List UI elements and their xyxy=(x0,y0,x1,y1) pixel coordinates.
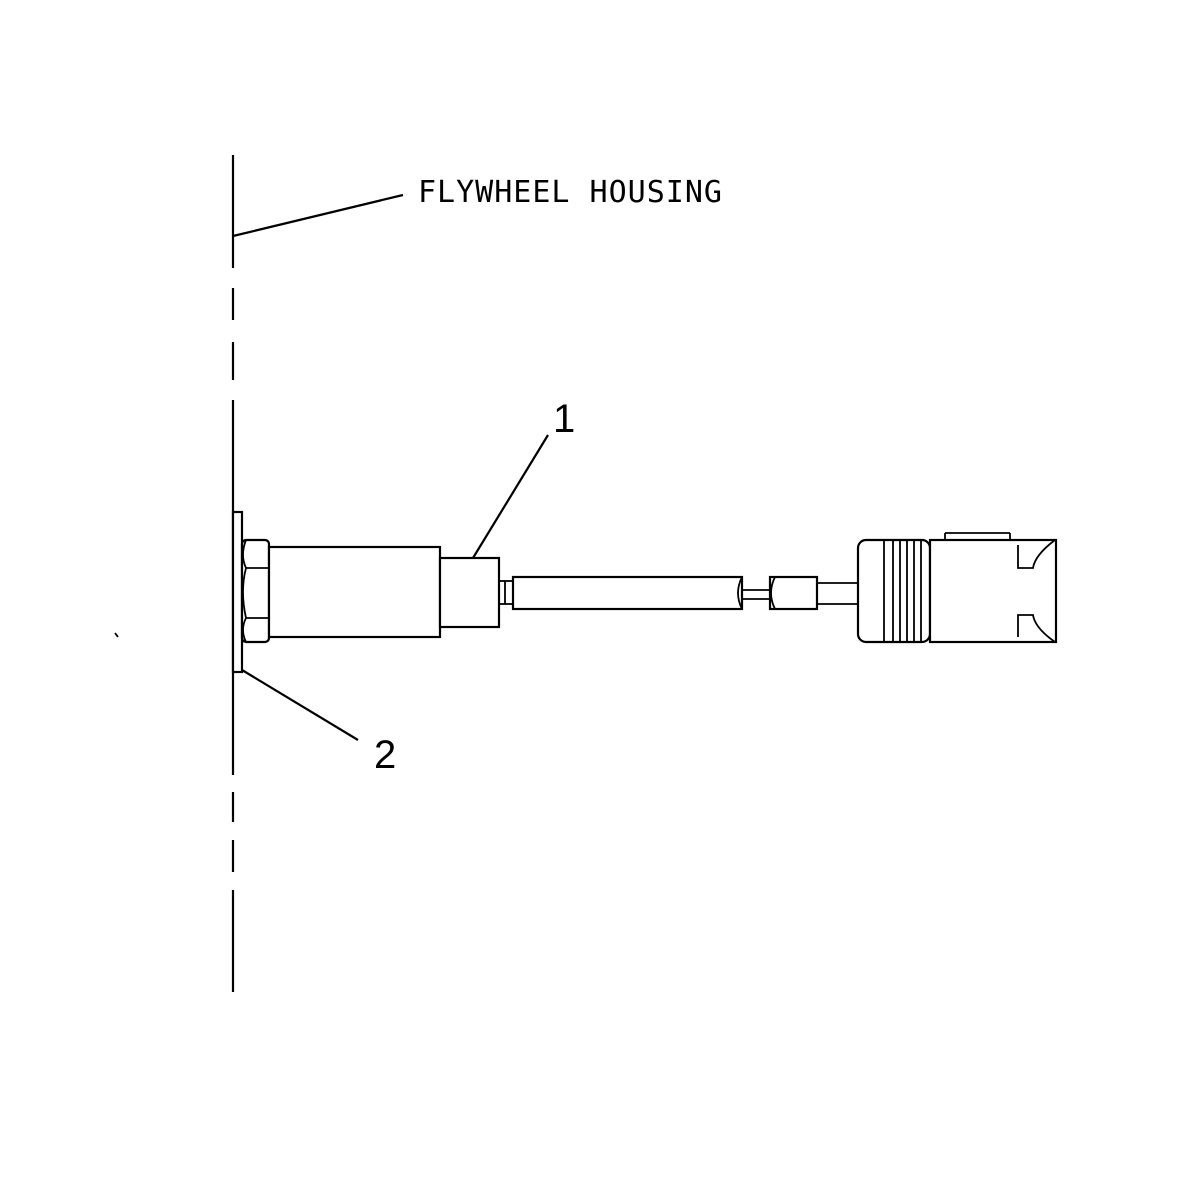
cable-stub xyxy=(499,580,513,605)
callout-1-leader xyxy=(472,434,549,559)
housing-label: FLYWHEEL HOUSING xyxy=(418,175,723,210)
housing-leader-line xyxy=(232,193,404,238)
stray-mark xyxy=(114,632,119,638)
connector-plug xyxy=(856,532,1058,644)
callout-2-label: 2 xyxy=(374,733,396,777)
callout-2-leader xyxy=(241,669,359,741)
hex-nut xyxy=(240,538,271,644)
seal-washer xyxy=(231,510,244,674)
sensor-cap xyxy=(438,556,501,629)
callout-1-label: 1 xyxy=(553,397,575,441)
cable-sheath xyxy=(511,575,858,611)
sensor-body xyxy=(267,545,442,639)
